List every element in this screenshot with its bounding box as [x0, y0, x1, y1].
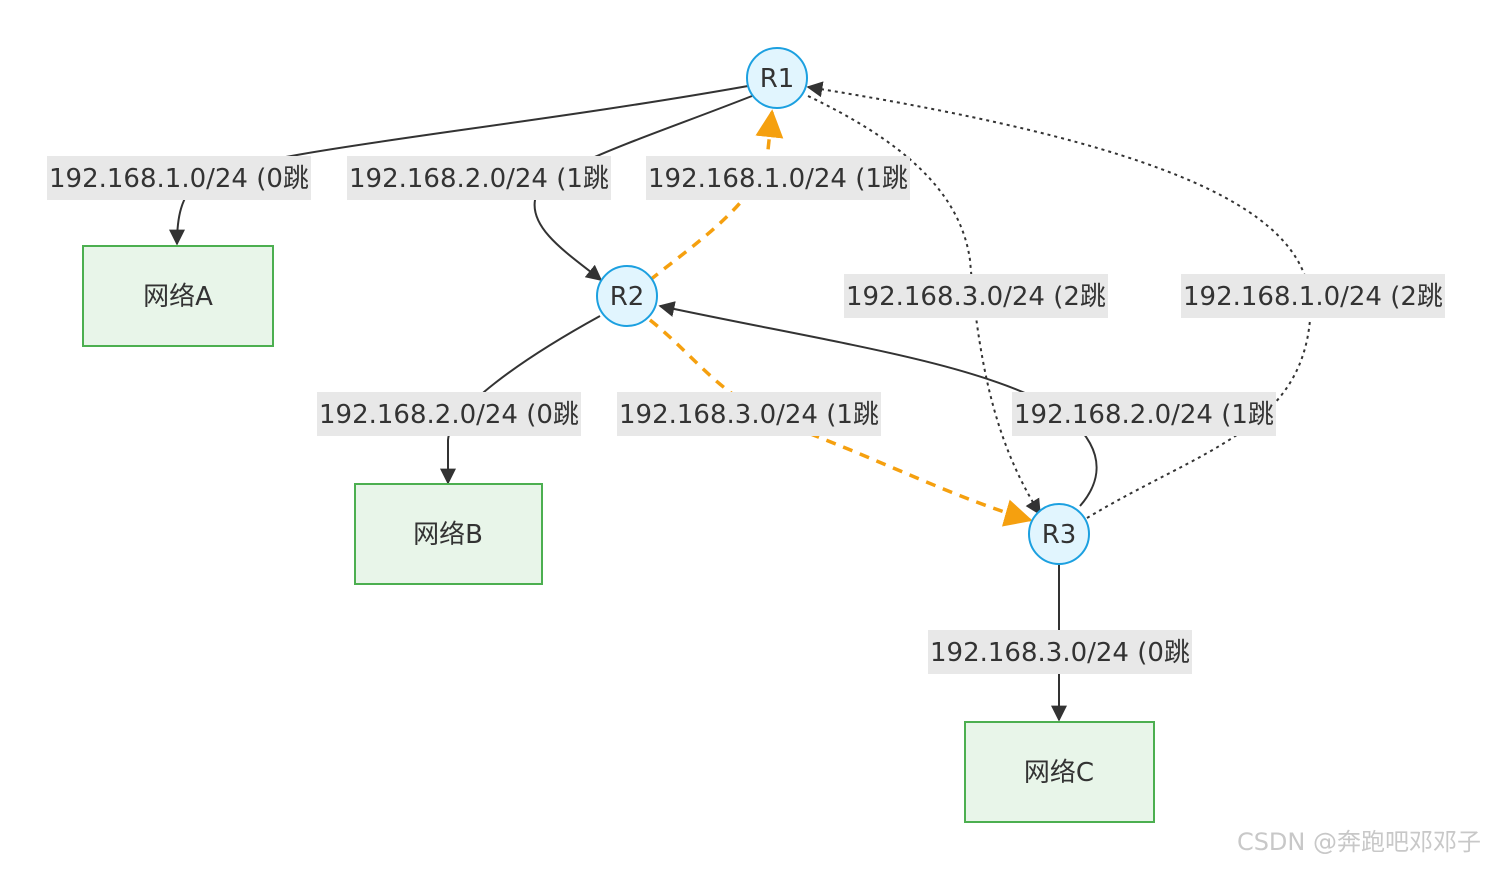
- edge-r3-r1: [806, 81, 1312, 519]
- svg-text:192.168.1.0/24 (1跳: 192.168.1.0/24 (1跳: [648, 164, 908, 194]
- svg-text:192.168.3.0/24 (0跳: 192.168.3.0/24 (0跳: [930, 638, 1190, 668]
- svg-text:192.168.1.0/24 (2跳: 192.168.1.0/24 (2跳: [1183, 282, 1443, 312]
- svg-text:R2: R2: [610, 282, 645, 312]
- network-node-b[interactable]: 网络B: [354, 483, 543, 585]
- edge-r3-r2: [658, 301, 1098, 507]
- edge-r1-r3: [807, 95, 1041, 516]
- edge-label-r2-b: 192.168.2.0/24 (0跳: [317, 392, 581, 436]
- svg-text:192.168.3.0/24 (1跳: 192.168.3.0/24 (1跳: [619, 400, 879, 430]
- router-node-r1[interactable]: R1: [746, 47, 808, 109]
- svg-text:网络B: 网络B: [413, 520, 483, 550]
- edge-label-r3-r1: 192.168.1.0/24 (2跳: [1181, 274, 1445, 318]
- router-node-r3[interactable]: R3: [1028, 503, 1090, 565]
- watermark: CSDN @奔跑吧邓邓子: [1236, 828, 1481, 856]
- svg-text:R3: R3: [1042, 520, 1077, 550]
- router-node-r2[interactable]: R2: [596, 265, 658, 327]
- edge-label-r1-r3: 192.168.3.0/24 (2跳: [844, 274, 1108, 318]
- network-node-a[interactable]: 网络A: [82, 245, 274, 347]
- svg-text:R1: R1: [760, 64, 795, 94]
- svg-text:网络A: 网络A: [143, 282, 213, 312]
- edge-label-r2-r3: 192.168.3.0/24 (1跳: [617, 392, 881, 436]
- svg-text:192.168.2.0/24 (0跳: 192.168.2.0/24 (0跳: [319, 400, 579, 430]
- svg-text:192.168.1.0/24 (0跳: 192.168.1.0/24 (0跳: [49, 164, 309, 194]
- edge-label-r1-r2: 192.168.2.0/24 (1跳: [347, 156, 611, 200]
- network-node-c[interactable]: 网络C: [964, 721, 1155, 823]
- edge-label-r3-c: 192.168.3.0/24 (0跳: [928, 630, 1192, 674]
- svg-text:192.168.2.0/24 (1跳: 192.168.2.0/24 (1跳: [1014, 400, 1274, 430]
- edge-label-r3-r2: 192.168.2.0/24 (1跳: [1012, 392, 1276, 436]
- edge-label-r2-r1: 192.168.1.0/24 (1跳: [646, 156, 910, 200]
- svg-text:网络C: 网络C: [1024, 758, 1094, 788]
- svg-text:192.168.2.0/24 (1跳: 192.168.2.0/24 (1跳: [349, 164, 609, 194]
- svg-text:192.168.3.0/24 (2跳: 192.168.3.0/24 (2跳: [846, 282, 1106, 312]
- edge-label-r1-a: 192.168.1.0/24 (0跳: [47, 156, 311, 200]
